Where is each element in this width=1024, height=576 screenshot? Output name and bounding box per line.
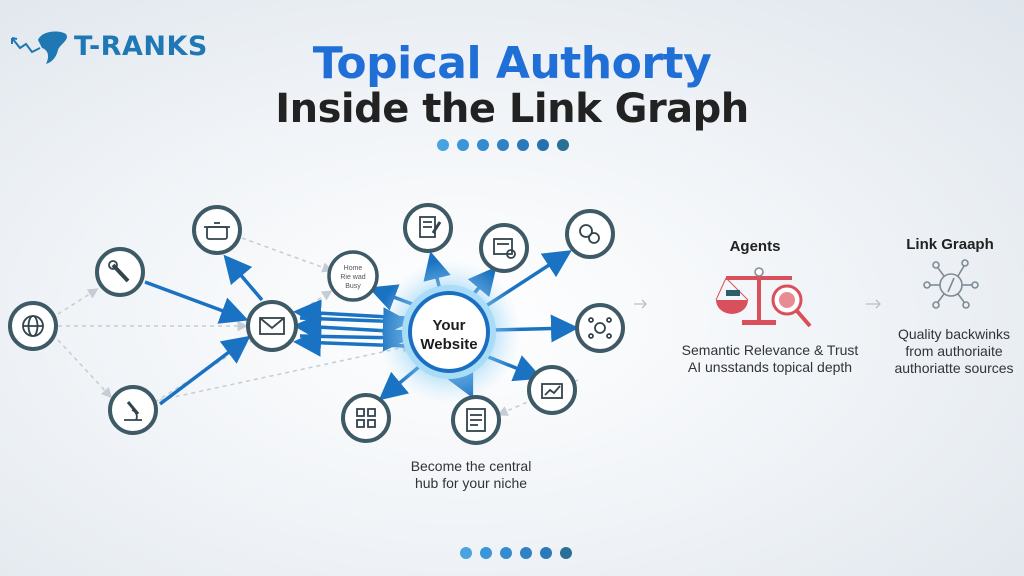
qr-node (341, 393, 391, 443)
bottom-dot-indicator (460, 547, 572, 559)
logo-text: T-RANKS (74, 30, 208, 62)
hub-caption: Become the central hub for your niche (406, 458, 536, 492)
chart-icon (541, 383, 563, 399)
news-icon (493, 238, 516, 259)
pot-node (192, 205, 242, 255)
link-graph-heading: Link Graaph (906, 236, 994, 253)
microscope-icon (124, 401, 142, 421)
small-node-line: Busy (345, 283, 361, 290)
caption-line: AI unsstands topical depth (687, 359, 853, 375)
graph-nodes (8, 203, 625, 445)
form-icon (466, 408, 486, 432)
agents-caption: Semantic Relevance & Trust AI unsstands … (660, 342, 880, 376)
scale-icon (715, 267, 812, 328)
wrench-icon (108, 260, 130, 283)
dot (517, 139, 529, 151)
small-node-label: Home Rie wad Busy (331, 264, 375, 291)
globe-icon (22, 315, 44, 337)
document-icon (419, 216, 442, 238)
flow-arrows (634, 299, 881, 309)
arrow-right-icon (634, 299, 647, 309)
top-dot-indicator (437, 139, 569, 151)
hub-label-line: Your (432, 317, 466, 334)
settings-icon (579, 224, 600, 244)
caption-line: from authoriaite (905, 343, 1003, 359)
caption-line: authoriatte sources (894, 360, 1014, 376)
agents-heading: Agents (729, 238, 781, 255)
dot (560, 547, 572, 559)
hub-label: Your Website (407, 316, 491, 354)
dot (457, 139, 469, 151)
small-node-line: Rie wad (340, 274, 366, 281)
document-node (403, 203, 453, 253)
dot (500, 547, 512, 559)
chart-node (527, 365, 577, 415)
dot (520, 547, 532, 559)
logo-mark-icon (11, 31, 67, 64)
link-graph-caption: Quality backwinks from authoriaite autho… (880, 326, 1024, 377)
qr-icon (356, 408, 376, 428)
dot (537, 139, 549, 151)
brand-logo: T-RANKS (10, 26, 208, 66)
caption-line: hub for your niche (414, 475, 528, 491)
page-title: Topical Authorty (312, 38, 712, 89)
pot-icon (204, 222, 230, 240)
caption-line: Quality backwinks (897, 326, 1011, 342)
dot (480, 547, 492, 559)
dot (460, 547, 472, 559)
hub-label-line: Website (420, 336, 478, 353)
network-icon (588, 317, 612, 339)
dot (497, 139, 509, 151)
text-node (327, 250, 379, 302)
caption-line: Semantic Relevance & Trust (681, 342, 859, 358)
arrow-right-icon (866, 299, 881, 309)
network-node (575, 303, 625, 353)
dot (437, 139, 449, 151)
envelope-node (246, 300, 298, 352)
dot (477, 139, 489, 151)
envelope-icon (259, 317, 285, 335)
small-node-line: Home (343, 265, 363, 272)
dot (557, 139, 569, 151)
news-node (479, 223, 529, 273)
page-subtitle: Inside the Link Graph (275, 86, 749, 132)
caption-line: Become the central (410, 458, 532, 474)
link-graph-icon (923, 259, 979, 309)
dot (540, 547, 552, 559)
